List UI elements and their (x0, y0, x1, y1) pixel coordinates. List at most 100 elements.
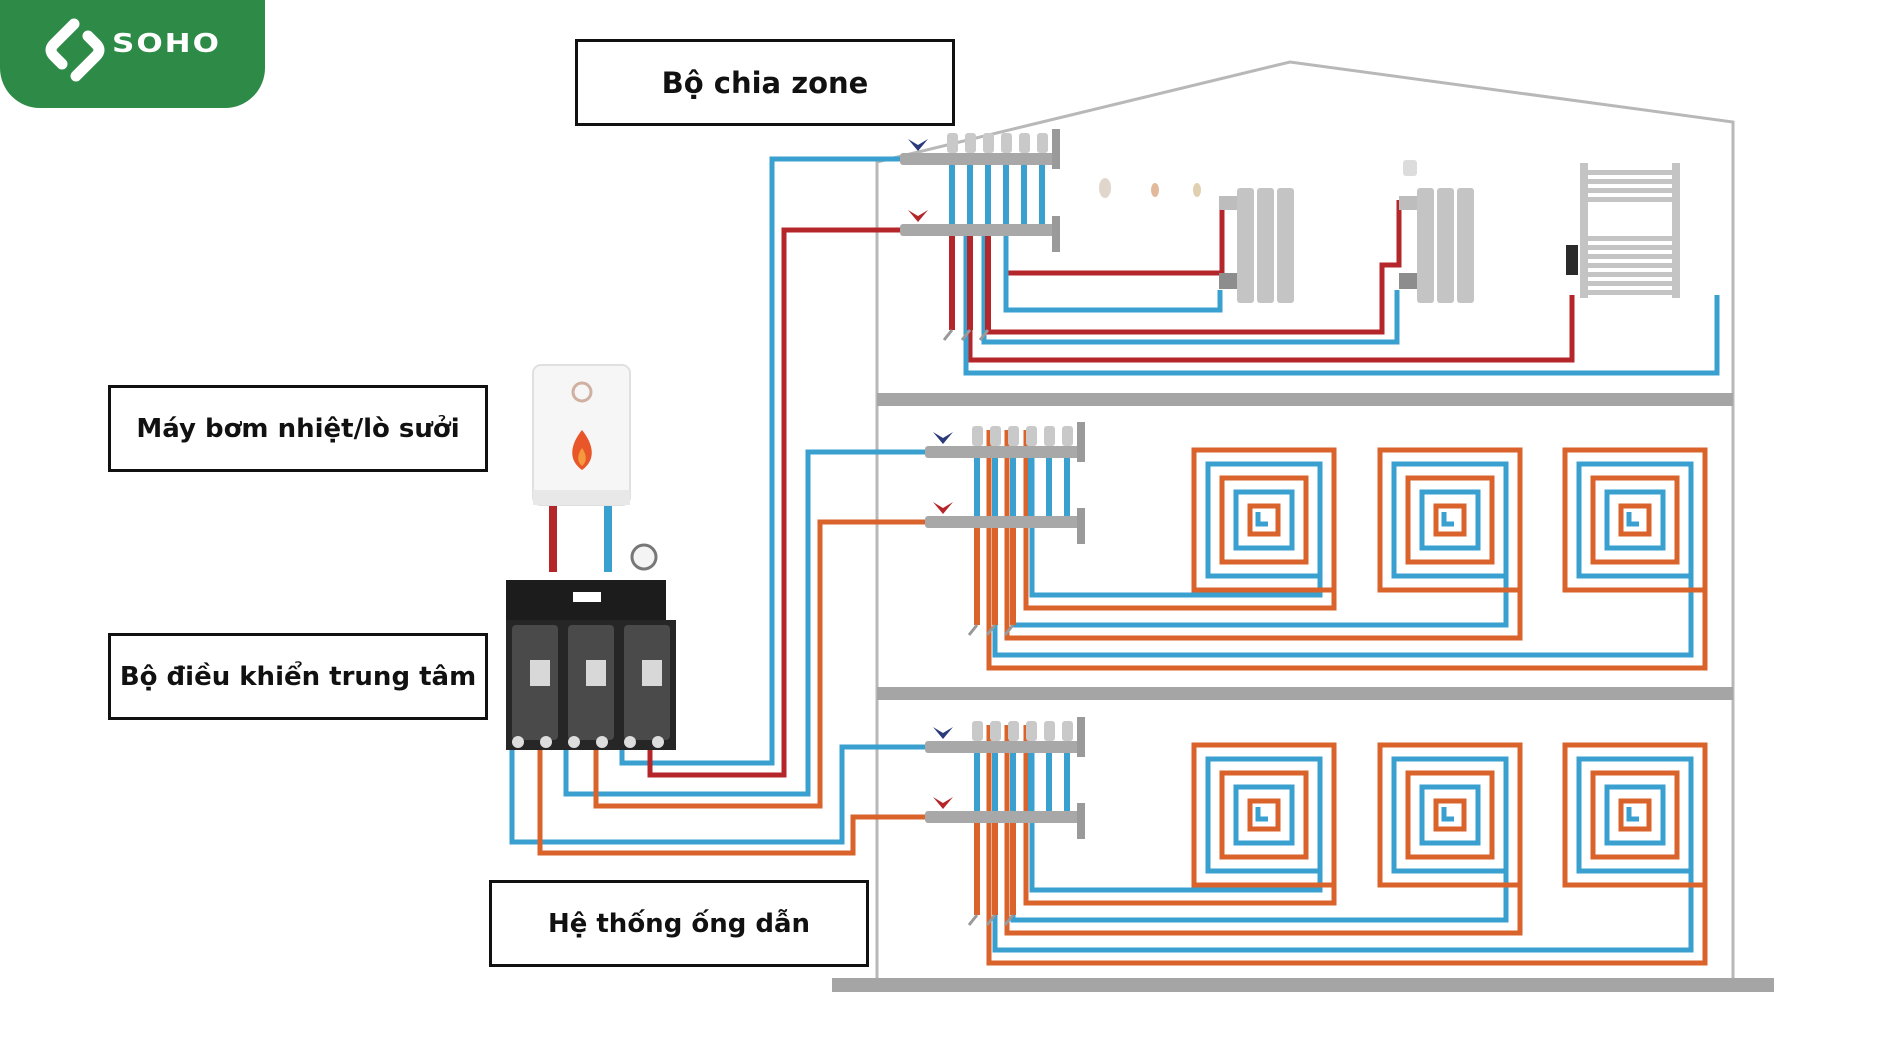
coil-loop (1233, 784, 1295, 846)
sensor-icon (1193, 183, 1201, 197)
air-vent-icon (1077, 717, 1085, 757)
ground-slab (832, 978, 1774, 992)
flow-meter-icon (990, 426, 1001, 446)
coil-center (1441, 807, 1454, 822)
circuit-radiator-1-return (1003, 236, 1223, 313)
flow-meter-icon (1019, 133, 1030, 153)
outlet-stub-end (985, 624, 997, 636)
controller-display (573, 592, 601, 602)
radiator-2 (1399, 188, 1474, 303)
outlet-stub-end (942, 329, 954, 341)
ground-floor-coil-2 (1377, 742, 1523, 888)
flow-meter-icon (1044, 426, 1055, 446)
flow-meter-icon (1026, 426, 1037, 446)
ground-floor-coil-3 (1562, 742, 1708, 888)
drain-valve-icon (1077, 508, 1085, 544)
boiler-base (533, 490, 630, 505)
flow-meter-icon (1008, 721, 1019, 741)
coil-loop (1604, 489, 1666, 551)
thermostat-icon (1219, 196, 1237, 210)
towel-rail-bar (1588, 281, 1672, 286)
manifold-supply-bar (925, 741, 1080, 753)
coil-loop (1247, 798, 1281, 832)
floor-slab-upper (877, 393, 1733, 406)
coil-loop (1562, 447, 1708, 593)
coil-loop (1391, 756, 1509, 874)
drain-valve-icon (1077, 803, 1085, 839)
pipe-supply-ground-floor (509, 744, 925, 845)
towel-rail-bar (1588, 290, 1672, 295)
coil-loop (1205, 461, 1323, 579)
coil-loop (1405, 475, 1495, 565)
air-vent-icon (1052, 129, 1060, 169)
label-heat-source: Máy bơm nhiệt/lò sưởi (108, 385, 488, 472)
coil-center (1626, 512, 1639, 527)
pump-controller-icon (506, 543, 676, 750)
coil-loop (1219, 475, 1309, 565)
flow-meter-icon (1037, 133, 1048, 153)
port-icon (652, 736, 664, 748)
valve-icon (933, 502, 953, 514)
coil-loop (1419, 489, 1481, 551)
coil-loop (1618, 798, 1652, 832)
flame-icon (578, 448, 586, 466)
radiator-valve-icon (1399, 273, 1417, 289)
coil-loop (1377, 447, 1523, 593)
manifold-top-floor (900, 129, 1060, 341)
valve-icon (908, 210, 928, 222)
coil-loop (1191, 742, 1337, 888)
port-icon (596, 736, 608, 748)
towel-rail-bar (1588, 272, 1672, 277)
building-outline (832, 60, 1774, 992)
outlet-stub-end (960, 329, 972, 341)
coil-loop (1590, 475, 1680, 565)
coil-center (1255, 807, 1268, 822)
equipment (506, 129, 1708, 926)
coil-loop (1433, 798, 1467, 832)
coil-center (1255, 512, 1268, 527)
pipe-supply-middle-floor (563, 449, 925, 797)
flow-meter-icon (972, 721, 983, 741)
flow-meter-icon (1008, 426, 1019, 446)
circuit-radiator-1-supply (1003, 205, 1225, 276)
towel-rail-bar (1588, 245, 1672, 250)
valve-icon (933, 727, 953, 739)
manifold-ground-floor (925, 717, 1085, 926)
manifold-supply-bar (900, 153, 1055, 165)
boiler-dial-icon (571, 381, 593, 403)
towel-rail-bar (1588, 170, 1672, 175)
sensor-icon (1151, 183, 1159, 197)
towel-rail-post (1672, 163, 1680, 298)
brand-logo: SOHO (0, 0, 265, 108)
coil-loop (1219, 770, 1309, 860)
label-zone-manifold: Bộ chia zone (575, 39, 955, 126)
radiator-section (1417, 188, 1434, 303)
flow-meter-icon (1062, 721, 1073, 741)
circuit-radiator-2-return (981, 236, 1400, 345)
thermostat-icon (1566, 245, 1578, 275)
towel-rail-post (1580, 163, 1588, 298)
coil-loop (1433, 503, 1467, 537)
radiator-1 (1219, 188, 1294, 303)
coil-loop (1205, 756, 1323, 874)
coil-loop (1590, 770, 1680, 860)
pump-icon (642, 660, 662, 686)
floor-slab-lower (877, 687, 1733, 700)
towel-rail-bar (1588, 197, 1672, 202)
outlet-stub-end (967, 624, 979, 636)
radiator-valve-icon (1219, 273, 1237, 289)
valve-icon (933, 432, 953, 444)
middle-floor-coil-3 (1562, 447, 1708, 593)
coil-loop (1419, 784, 1481, 846)
circuit-towel-rail-return (963, 236, 1720, 376)
pump-icon (530, 660, 550, 686)
towel-rail-bar (1588, 179, 1672, 184)
pipe-supply-top-floor (619, 156, 900, 766)
coil-loop (1247, 503, 1281, 537)
coil-loop (1562, 742, 1708, 888)
flow-meter-icon (983, 133, 994, 153)
outlet-stub-end (967, 914, 979, 926)
coil-center (1626, 807, 1639, 822)
outlet-stub-end (978, 329, 990, 341)
